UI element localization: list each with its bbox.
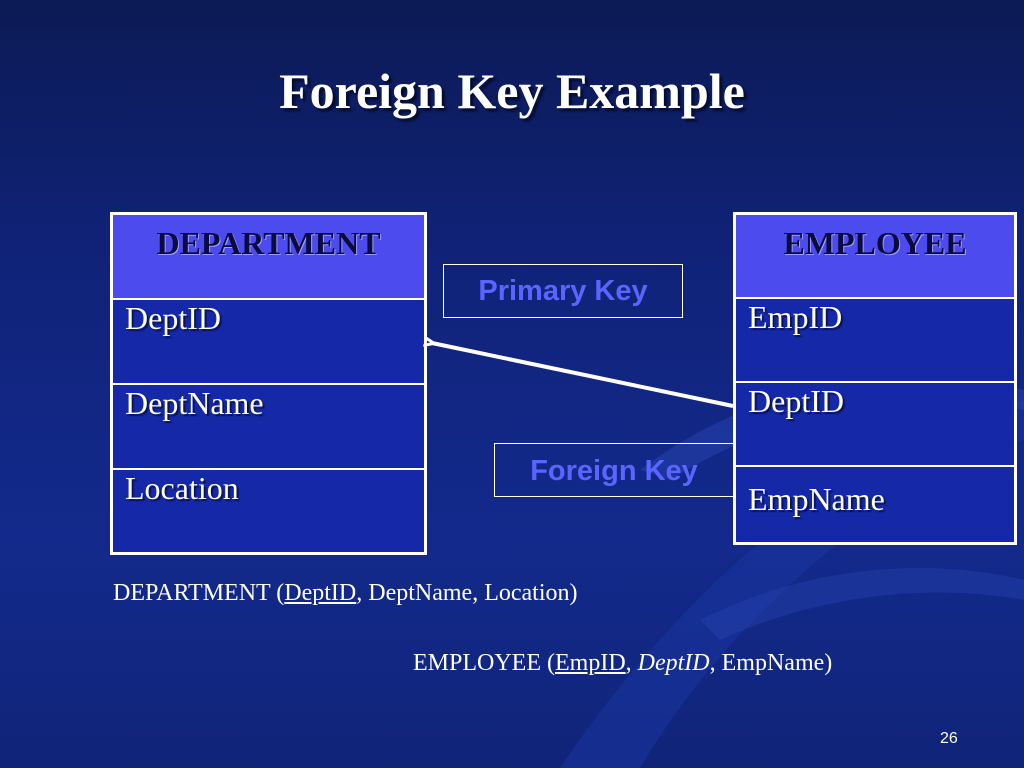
department-schema-rest: , DeptName, Location): [356, 580, 578, 606]
slide-title: Foreign Key Example: [279, 63, 745, 119]
employee-schema-sep: ,: [625, 650, 638, 676]
foreign-key-label: Foreign Key: [494, 443, 734, 497]
employee-schema-foreign-key: DeptID: [637, 650, 710, 676]
employee-table-header: EMPLOYEE: [734, 213, 1016, 298]
employee-schema-rest: , EmpName): [709, 650, 833, 676]
department-row-deptid: DeptID: [111, 297, 426, 384]
employee-row-deptid: DeptID: [734, 380, 1016, 466]
department-row-deptname: DeptName: [111, 382, 426, 469]
employee-schema-name: EMPLOYEE: [413, 650, 541, 676]
employee-table: EMPLOYEE EmpID DeptID EmpName: [733, 212, 1017, 545]
department-schema-open: (: [270, 580, 285, 606]
department-schema-name: DEPARTMENT: [113, 580, 271, 606]
department-schema-primary-key: DeptID: [284, 580, 357, 606]
page-number: 26: [940, 730, 958, 747]
primary-key-label: Primary Key: [443, 264, 683, 318]
employee-row-empname: EmpName: [734, 464, 1016, 544]
employee-row-empid: EmpID: [734, 296, 1016, 382]
employee-schema-open: (: [541, 650, 555, 676]
department-row-location: Location: [111, 467, 426, 554]
department-schema: DEPARTMENT (DeptID, DeptName, Location): [113, 580, 578, 607]
department-table: DEPARTMENT DeptID DeptName Location: [110, 212, 427, 555]
employee-schema-primary-key: EmpID: [555, 650, 626, 676]
employee-schema: EMPLOYEE (EmpID, DeptID, EmpName): [413, 650, 832, 677]
department-table-header: DEPARTMENT: [111, 213, 426, 299]
